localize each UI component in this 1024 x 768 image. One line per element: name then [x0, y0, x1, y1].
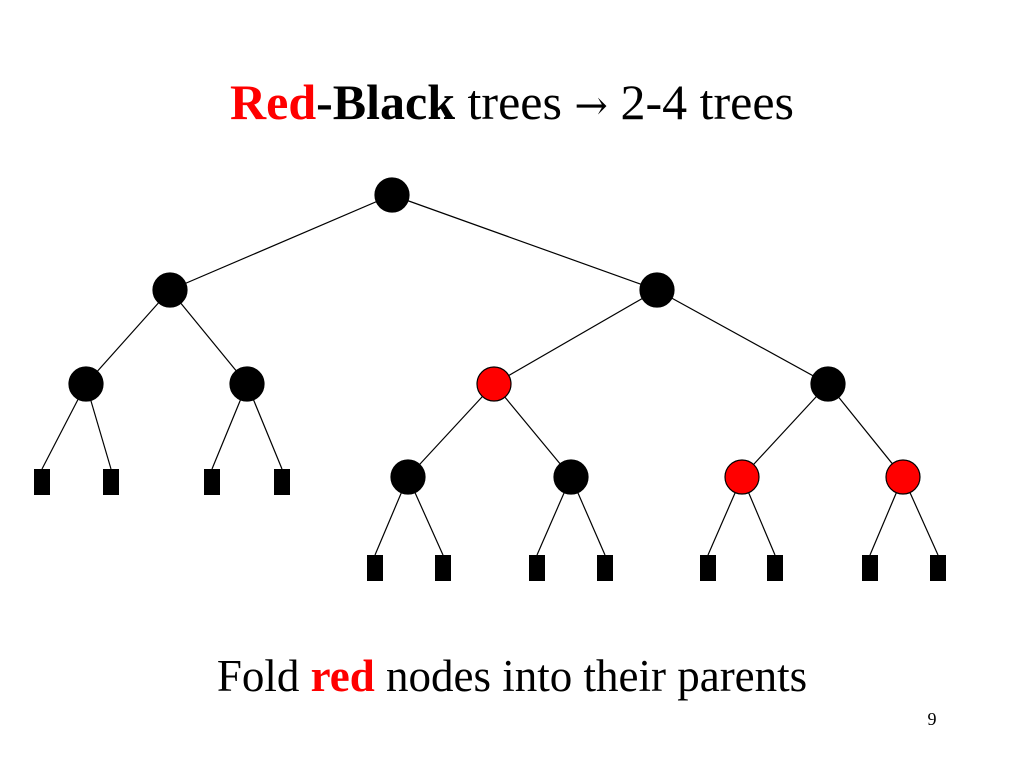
- title-red-word: Red: [230, 74, 317, 130]
- leaf-RLL-nil-2: [435, 555, 451, 581]
- tree-leaves: [34, 469, 946, 581]
- page-number: 9: [927, 709, 937, 729]
- title-black-word: -Black: [316, 74, 456, 130]
- title-trees-word: trees: [455, 74, 575, 130]
- leaf-RRL-nil-2: [767, 555, 783, 581]
- node-root-black: [374, 177, 410, 213]
- caption-red-word: red: [310, 651, 375, 701]
- edge-root-L: [169, 194, 393, 291]
- leaf-RLL-nil-1: [367, 555, 383, 581]
- node-RR-black: [810, 366, 846, 402]
- edge-root-R: [391, 194, 658, 291]
- leaf-RLR-nil-2: [597, 555, 613, 581]
- edge-RL-RLR: [493, 383, 572, 478]
- node-RL-red: [476, 366, 512, 402]
- caption: Fold red nodes into their parents: [0, 648, 1024, 704]
- leaf-LR-nil-2: [274, 469, 290, 495]
- node-R-black: [639, 272, 675, 308]
- slide-title: Red-Black trees → 2-4 trees: [0, 70, 1024, 138]
- node-RRR-red: [885, 459, 921, 495]
- edge-RL-RLL: [407, 383, 495, 478]
- leaf-LL-nil-2: [103, 469, 119, 495]
- edge-RR-RRL: [741, 383, 829, 478]
- edge-L-LL: [85, 289, 171, 385]
- leaf-RRR-nil-2: [930, 555, 946, 581]
- node-LR-black: [229, 366, 265, 402]
- edge-L-LR: [169, 289, 248, 385]
- node-L-black: [152, 272, 188, 308]
- tree-nodes: [68, 177, 921, 495]
- arrow-icon: →: [574, 83, 608, 129]
- leaf-LR-nil-1: [204, 469, 220, 495]
- node-RLR-black: [553, 459, 589, 495]
- edge-R-RL: [493, 289, 658, 385]
- caption-fold: Fold: [216, 651, 311, 701]
- leaf-RRL-nil-1: [700, 555, 716, 581]
- node-LL-black: [68, 366, 104, 402]
- title-24-trees: 2-4 trees: [607, 74, 794, 130]
- caption-rest: nodes into their parents: [374, 651, 808, 701]
- leaf-RLR-nil-1: [529, 555, 545, 581]
- node-RLL-black: [390, 459, 426, 495]
- leaf-RRR-nil-1: [862, 555, 878, 581]
- node-RRL-red: [724, 459, 760, 495]
- edge-RR-RRR: [827, 383, 904, 478]
- edge-R-RR: [656, 289, 829, 385]
- leaf-LL-nil-1: [34, 469, 50, 495]
